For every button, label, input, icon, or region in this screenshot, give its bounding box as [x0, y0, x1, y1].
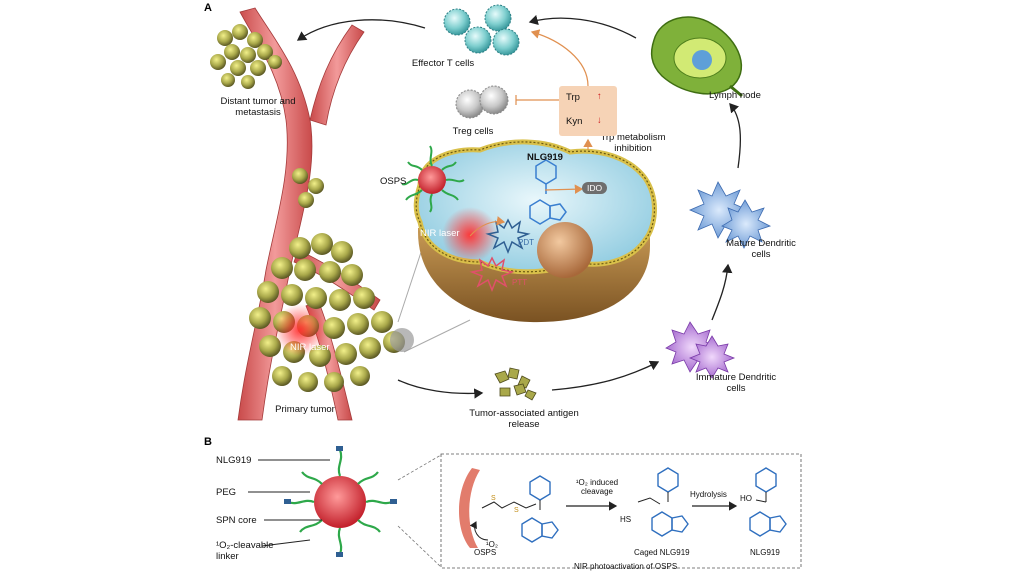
osps-molecule	[481, 475, 559, 543]
zoom-origin	[390, 328, 414, 352]
label-b-caged: Caged NLG919	[634, 548, 690, 557]
label-distant-tumor: Distant tumor and metastasis	[220, 96, 296, 118]
tumor-cell	[413, 139, 657, 323]
panel-b-label: B	[204, 436, 212, 448]
label-nir-laser-cell: NIR laser	[420, 228, 460, 239]
reaction-box	[440, 453, 802, 569]
label-effector-t-cells: Effector T cells	[411, 58, 475, 69]
label-b-nlg919: NLG919	[216, 455, 252, 466]
arrow-immature-to-mature	[711, 263, 733, 321]
kyn-down-icon: ↓	[597, 115, 602, 126]
label-ho: HO	[740, 494, 752, 503]
label-kyn: Kyn	[566, 116, 583, 127]
label-ptt: PTT	[512, 278, 528, 287]
svg-text:S: S	[491, 495, 496, 502]
antigen-fragments	[494, 367, 537, 401]
nucleus	[537, 222, 593, 278]
label-nlg919-cell: NLG919	[527, 152, 563, 163]
mature-dendritic-cells	[688, 181, 772, 249]
trp-up-icon: ↑	[597, 91, 602, 102]
treg-cells	[455, 85, 509, 119]
label-osps-top: OSPS	[380, 176, 407, 187]
osps-surface	[458, 468, 480, 548]
label-lymph-node: Lymph node	[709, 90, 761, 101]
label-b-spn-core: SPN core	[216, 515, 257, 526]
label-hydrolysis: Hydrolysis	[690, 490, 727, 499]
label-b-caption: NIR photoactivation of OSPS	[574, 562, 678, 571]
zoom-line-bottom	[403, 319, 471, 353]
label-primary-tumor: Primary tumor	[275, 404, 335, 415]
label-treg-cells: Treg cells	[452, 126, 494, 137]
primary-tumor-cluster	[249, 168, 405, 392]
label-b-cleavable-linker: ¹O₂-cleavable linker	[216, 540, 274, 562]
label-trp-metabolism: Trp metabolism inhibition	[600, 132, 666, 154]
label-o2-small: ¹O₂	[486, 540, 498, 549]
ptt-burst	[469, 256, 515, 293]
osps-nanoparticle-b	[284, 446, 397, 557]
osps-nanoparticle-top	[401, 145, 465, 213]
svg-text:S: S	[514, 507, 519, 514]
label-o2-induced: ¹O₂ induced cleavage	[575, 478, 619, 496]
distant-tumor-cluster	[210, 24, 282, 89]
trp-kyn-box	[559, 86, 617, 136]
label-b-peg: PEG	[216, 487, 237, 498]
nlg919-molecule-cell	[529, 159, 567, 225]
label-trp: Trp	[566, 92, 580, 103]
arrow-lymph-to-effector	[528, 14, 637, 39]
label-nir-laser-tumor: NIR laser	[290, 342, 330, 353]
label-hs: HS	[620, 515, 632, 524]
lymph-node	[650, 16, 743, 98]
label-ido: IDO	[582, 182, 608, 194]
effector-t-cells	[443, 4, 520, 56]
label-b-osps: OSPS	[474, 548, 497, 557]
panel-a-label: A	[204, 2, 212, 14]
nlg919-product-molecule	[749, 467, 787, 537]
arrow-tumor-to-antigen	[397, 379, 484, 399]
label-antigen-release: Tumor-associated antigen release	[469, 408, 579, 430]
arrow-trp-to-effector	[530, 29, 589, 87]
label-immature-dc: Immature Dendritic cells	[695, 372, 777, 394]
immature-dendritic-cells	[665, 321, 736, 379]
label-pdt: PDT	[518, 238, 534, 247]
label-b-nlg919-product: NLG919	[750, 548, 780, 557]
arrow-antigen-to-immature	[551, 360, 660, 391]
pdt-burst	[485, 218, 531, 255]
arrow-effector-to-distant	[296, 19, 426, 41]
caged-nlg919-molecule	[637, 467, 689, 537]
label-mature-dc: Mature Dendritic cells	[726, 238, 796, 260]
pointer-linker	[261, 539, 311, 547]
arrow-mature-to-lymph	[729, 103, 742, 169]
